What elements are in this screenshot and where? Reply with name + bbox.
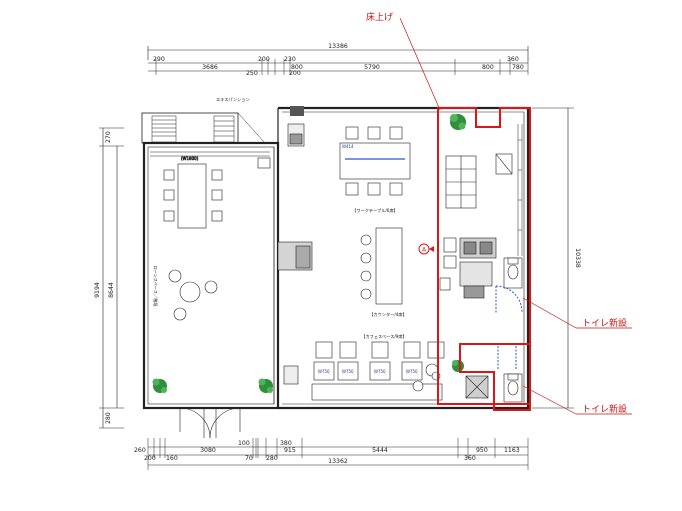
marker-a-label: A (422, 247, 427, 254)
dim-bottom-3080: 3080 (200, 447, 216, 454)
stool-label: W750 (342, 369, 354, 374)
dim-top-800a: 800 (291, 64, 303, 71)
plant-icons (152, 114, 466, 393)
plant-icon (452, 360, 464, 372)
top-dimensions (147, 46, 529, 75)
dim-top-250: 250 (246, 70, 258, 77)
dim-bottom-280: 280 (266, 455, 278, 462)
dim-left-9194: 9194 (94, 282, 101, 298)
round-table (179, 281, 201, 303)
large-table (177, 163, 207, 229)
work-table (339, 142, 411, 180)
main-room-furniture (277, 123, 445, 401)
marker-a: A (418, 243, 434, 255)
bottom-dimensions (147, 438, 529, 470)
dim-bottom-915: 915 (284, 447, 296, 454)
dim-left-270: 270 (105, 131, 112, 143)
dim-top-800: 800 (482, 64, 494, 71)
toilet-new-annotation: トイレ新設 (582, 317, 627, 329)
left-dimensions (99, 127, 124, 429)
annotation-leaders (399, 17, 632, 415)
staircase (151, 112, 266, 144)
dim-left-8644: 8644 (108, 282, 115, 298)
plant-icon (258, 378, 273, 393)
dim-bottom-5444: 5444 (372, 447, 388, 454)
kitchen-equipment (439, 153, 513, 399)
dim-top-total: 13386 (328, 43, 348, 50)
counter-label: 【カウンター/4席】 (369, 311, 407, 318)
red-renovation-outlines (437, 107, 531, 411)
stool-label: W750 (374, 369, 386, 374)
plant-icon (152, 378, 167, 393)
dim-top-290: 290 (153, 56, 165, 63)
work-table-code: W414 (342, 144, 354, 149)
dim-left-280: 280 (105, 412, 112, 424)
dim-bottom-1163: 1163 (504, 447, 520, 454)
stool-label: W750 (318, 369, 330, 374)
floor-raise-zone (437, 107, 531, 405)
dim-top-360: 360 (507, 56, 519, 63)
stool-label: W750 (406, 369, 418, 374)
toilet-upper (503, 257, 523, 289)
toilet-new-annotation: トイレ新設 (582, 403, 627, 415)
cafe-space-label: 【カフェスペース/9席】 (361, 333, 406, 340)
counter-table (375, 227, 403, 305)
floor-raise-annotation: 床上げ (366, 11, 393, 23)
dim-top-230: 230 (284, 56, 296, 63)
toilet-lower (503, 373, 523, 403)
work-table-label: 【ワークテーブル/6席】 (352, 207, 398, 214)
interior-partition (150, 147, 275, 404)
dim-top-200b: 200 (289, 70, 301, 77)
dim-bottom-total: 13362 (328, 458, 348, 465)
right-dimensions (532, 107, 574, 409)
dim-bottom-380: 380 (280, 440, 292, 447)
dim-bottom-100: 100 (238, 440, 250, 447)
left-room-note: (W1800) (181, 156, 199, 161)
dim-bottom-260: 260 (134, 447, 146, 454)
toilet-zone (459, 343, 531, 411)
toilet-doors (495, 285, 523, 370)
dim-right-10338: 10338 (574, 248, 581, 268)
stair-note: エキスパンション (216, 97, 250, 103)
dim-top-3686: 3686 (202, 64, 218, 71)
dim-top-5790: 5790 (364, 64, 380, 71)
dim-bottom-360: 360 (464, 455, 476, 462)
dim-bottom-70: 70 (245, 455, 253, 462)
left-room-furniture: (W1800) (163, 156, 271, 321)
dim-top-780: 780 (512, 64, 524, 71)
dim-bottom-200: 200 (144, 455, 156, 462)
right-windows (517, 124, 523, 256)
plant-icon (450, 114, 466, 130)
dim-bottom-160: 160 (166, 455, 178, 462)
dim-bottom-950: 950 (476, 447, 488, 454)
dim-top-200: 200 (258, 56, 270, 63)
left-zone-label: ローンスペース／階段 (152, 265, 159, 307)
entrance-doors (179, 407, 241, 439)
